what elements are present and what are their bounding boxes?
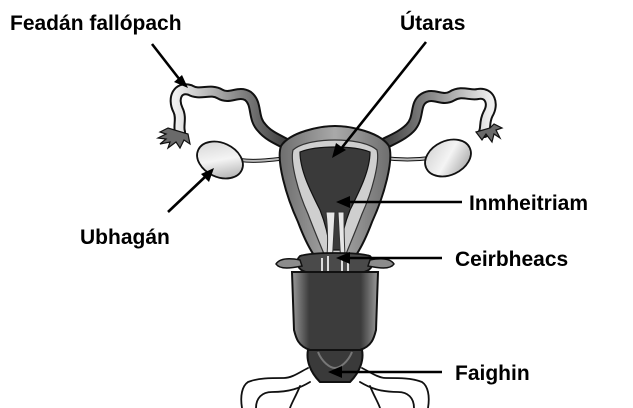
vagina <box>292 272 378 350</box>
label-ovary: Ubhagán <box>80 226 170 249</box>
fallopian-tube-right <box>373 93 502 150</box>
label-uterus: Útaras <box>400 11 465 35</box>
label-vagina: Faighin <box>455 362 530 385</box>
ovary-right <box>419 132 477 183</box>
cervix <box>297 253 373 272</box>
fallopian-tube-pointer <box>152 44 188 88</box>
ovary-pointer <box>168 168 214 212</box>
label-cervix: Ceirbheacs <box>455 248 568 271</box>
ovary-left <box>191 134 249 185</box>
label-endometrium: Inmheitriam <box>469 192 588 215</box>
label-fallopian-tube: Feadán fallópach <box>10 12 182 35</box>
fallopian-tube-left <box>158 89 297 150</box>
